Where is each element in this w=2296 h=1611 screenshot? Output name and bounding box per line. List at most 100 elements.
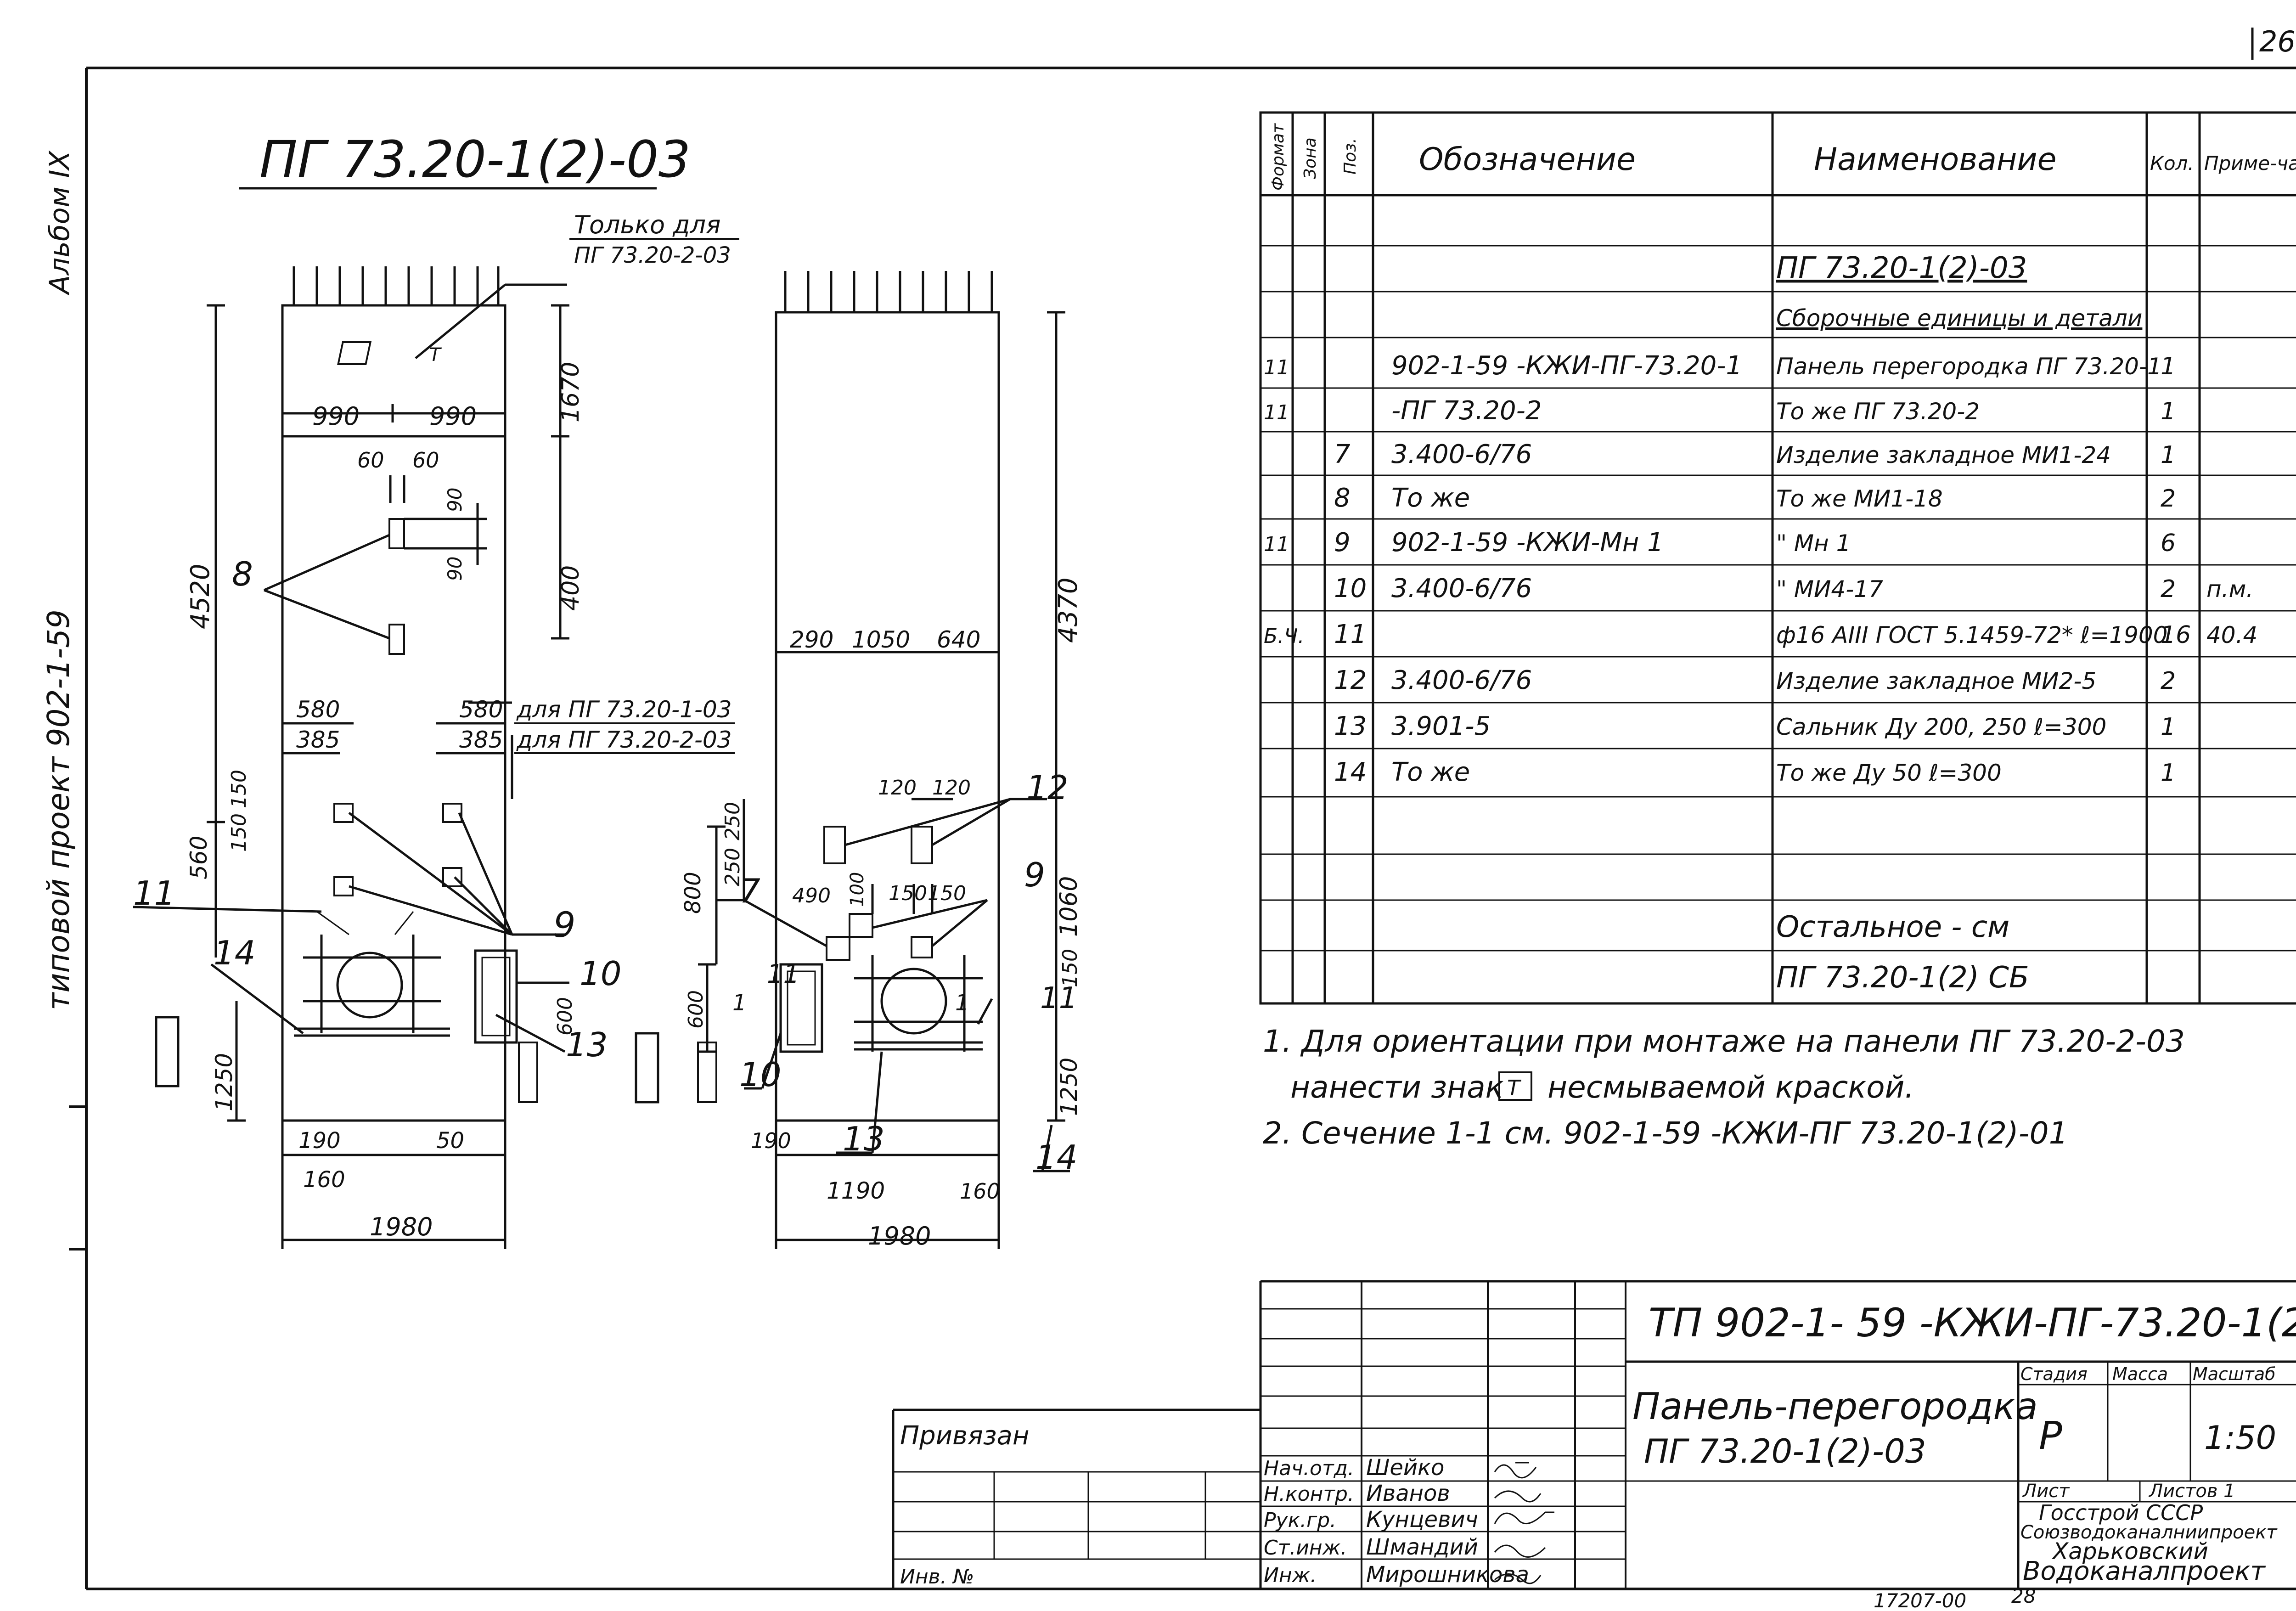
dim-1670: 1670 [557,362,585,422]
spec-cell-name: Сборочные единицы и детали [1776,305,2142,332]
dim-90-a: 90 [444,488,466,512]
right-panel-view: 290 1050 640 4370 120 120 250 250 800 49… [635,271,1083,1250]
spec-cell-pos: 9 [1334,528,1351,558]
spec-cell-qty: 1 [2161,713,2176,741]
dim-1250-right: 1250 [1056,1058,1082,1116]
dim-4370: 4370 [1053,577,1083,643]
org-line-2: Союзводоканалниипроект [2020,1522,2278,1543]
spec-row: Сборочные единицы и детали [1776,305,2142,332]
pos-9-left: 9 [553,904,575,945]
dim-250-b: 250 [721,848,744,886]
section-mark-1b: 1 [955,990,969,1016]
section-mark-1a: 1 [732,990,747,1016]
spec-cell-designation: То же [1391,757,1470,787]
spec-row: 12 3.400-6/76 Изделие закладное МИ2-5 2 [1334,665,2176,695]
dim-990-b: 990 [429,402,477,431]
page-number: 26 [2259,25,2296,58]
spec-cell-name: Изделие закладное МИ2-5 [1776,668,2096,694]
sheet-header: Лист [2022,1481,2070,1502]
spec-cell-format: 11 [1264,401,1289,424]
dim-250-a: 250 [721,802,744,840]
dim-290: 290 [790,626,833,653]
spec-cell-qty: 2 [2161,667,2176,695]
spec-cell-format: Б.Ч. [1264,625,1304,648]
dim-160-right: 160 [960,1179,1000,1204]
dim-4520: 4520 [186,563,215,629]
note-1: 1. Для ориентации при монтаже на панели … [1263,1024,2185,1059]
spec-cell-name: Изделие закладное МИ1-24 [1776,442,2111,468]
spec-cell-name: То же ПГ 73.20-2 [1776,398,1980,425]
signature-person: Шейко [1366,1455,1444,1481]
col-pos-header: Поз. [1341,138,1360,175]
col-designation-header: Обозначение [1419,141,1636,178]
dim-150-b: 150 [227,813,251,852]
dim-190-right: 190 [751,1128,791,1153]
spec-cell-name: ПГ 73.20-1(2)-03 [1776,251,2027,285]
dim-1190: 1190 [827,1177,885,1204]
col-format-header: Формат [1269,123,1288,191]
pos-13-left: 13 [566,1025,608,1064]
spec-cell-note: п.м. [2206,576,2253,603]
spec-cell-qty: 1 [2161,759,2176,787]
org-line-3: Харьковский [2051,1538,2208,1565]
signature-person: Шмандий [1366,1534,1478,1560]
note-1-cont-b: несмываемой краской. [1548,1070,1914,1105]
org-line-1: Госстрой СССР [2039,1500,2203,1525]
pos-13-right: 13 [843,1120,885,1158]
signature-role: Н.контр. [1264,1482,1354,1506]
spec-row: ПГ 73.20-1(2) СБ [1776,961,2029,995]
dim-50: 50 [436,1128,464,1154]
t-mark-left: Т [429,344,442,366]
dim-400: 400 [557,565,585,611]
dim-800: 800 [680,872,706,914]
spec-cell-qty: 1 [2161,398,2176,425]
scale-value: 1:50 [2204,1419,2276,1457]
spec-cell-designation: -ПГ 73.20-2 [1391,396,1542,426]
dim-150-rb: 150 [928,882,966,905]
signature-person: Иванов [1366,1481,1450,1506]
dim-640: 640 [937,626,980,653]
spec-cell-pos: 14 [1334,757,1367,787]
spec-cell-pos: 12 [1334,665,1367,695]
spec-cell-designation: 902-1-59 -КЖИ-Мн 1 [1391,528,1664,558]
spec-cell-name: То же Ду 50 ℓ=300 [1776,760,2002,786]
dim-150-a: 150 [227,770,251,808]
item-name-line-1: Панель-перегородка [1632,1385,2038,1428]
dim-1060: 1060 [1055,876,1083,937]
pos-11-right-a: 11 [767,959,799,989]
signature-person: Кунцевич [1366,1507,1478,1532]
spec-cell-designation: 3.400-6/76 [1391,574,1532,603]
pos-10-left: 10 [580,954,622,993]
spec-cell-qty: 2 [2161,575,2176,603]
signature-scribbles [1494,1462,1554,1584]
dim-580-b: 580 [459,696,503,723]
sheet-frame [69,67,2296,1590]
dim-120-b: 120 [932,776,971,800]
dim-1050: 1050 [852,626,910,653]
dim-385-a: 385 [296,727,340,753]
pos-14-left: 14 [214,934,256,972]
dim-580-a: 580 [296,696,340,723]
spec-cell-designation: 3.901-5 [1391,711,1491,741]
dim-600-left: 600 [553,997,577,1036]
spec-cell-designation: То же [1391,483,1470,513]
spec-cell-pos: 11 [1334,620,1367,649]
spec-cell-name: Панель перегородка ПГ 73.20-1 [1776,353,2162,380]
notes: 1. Для ориентации при монтаже на панели … [1263,1024,2185,1151]
pos-7: 7 [739,872,760,910]
scale-header: Масштаб [2193,1364,2276,1384]
spec-table [1259,111,2296,1005]
dim-100: 100 [847,872,868,907]
spec-cell-name: " Мн 1 [1776,530,1851,557]
spec-cell-designation: 3.400-6/76 [1391,665,1532,695]
dim-150-ra: 150 [889,882,927,905]
dim-150-rc: 150 [1058,949,1082,987]
pos-14-right: 14 [1035,1138,1078,1177]
project-vertical-label: типовой проект 902-1-59 [41,609,76,1010]
spec-row: ПГ 73.20-1(2)-03 [1776,251,2027,285]
left-panel-view: Т Только для ПГ 73.20-2-03 990 990 60 60… [133,210,739,1249]
spec-cell-qty: 16 [2161,621,2191,649]
